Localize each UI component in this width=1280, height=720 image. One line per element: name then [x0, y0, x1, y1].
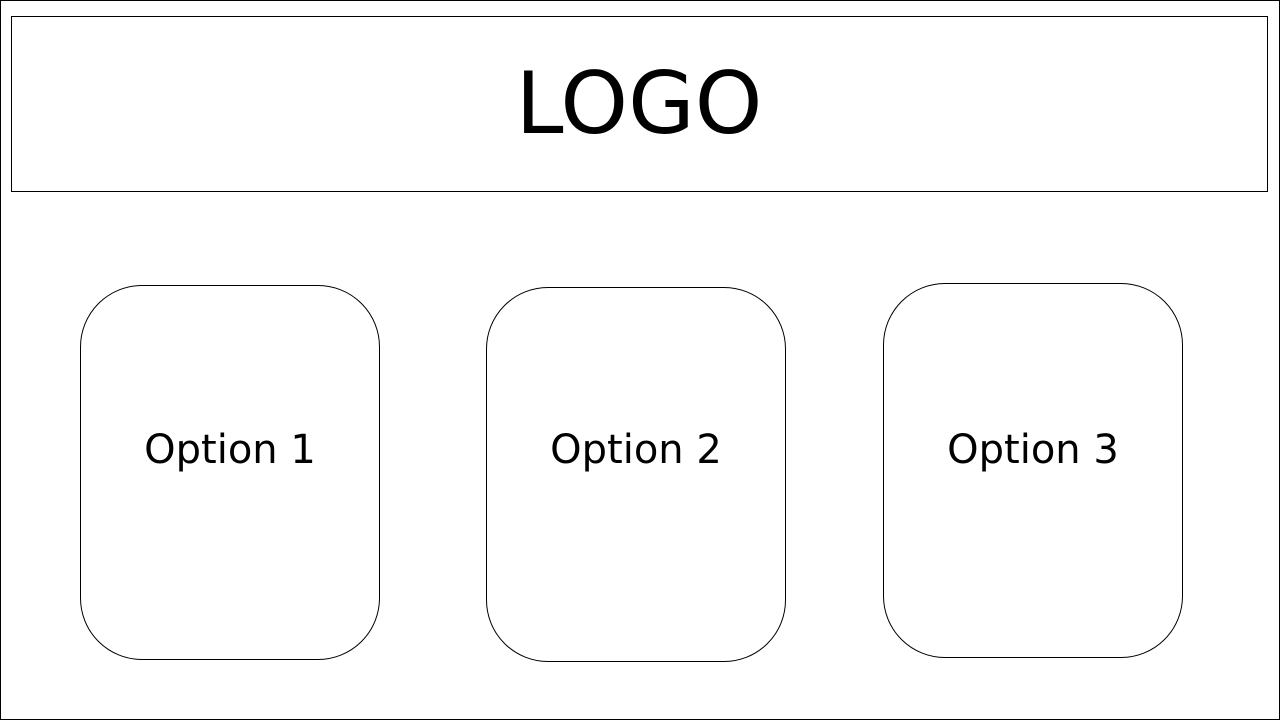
option-card-label: Option 2: [550, 427, 722, 473]
header-bar: LOGO: [11, 16, 1268, 192]
option-card-2[interactable]: Option 2: [486, 287, 786, 662]
logo[interactable]: LOGO: [515, 54, 763, 154]
option-card-label: Option 1: [144, 427, 316, 473]
option-card-label: Option 3: [947, 427, 1119, 473]
option-card-3[interactable]: Option 3: [883, 283, 1183, 658]
option-card-1[interactable]: Option 1: [80, 285, 380, 660]
